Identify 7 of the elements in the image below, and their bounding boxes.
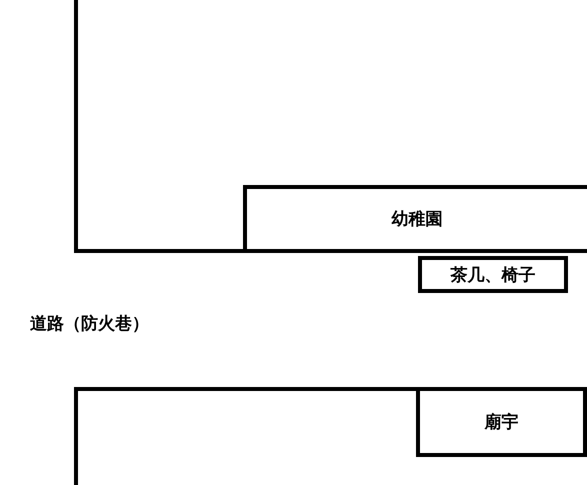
building-label: 茶几、椅子 (450, 264, 536, 286)
building-label: 幼稚園 (390, 208, 444, 230)
road-label: 道路（防火巷） (30, 313, 149, 335)
block-outline (74, 387, 587, 485)
building-box (418, 256, 568, 293)
building-label: 廟宇 (483, 412, 520, 434)
block-outline (74, 0, 587, 253)
